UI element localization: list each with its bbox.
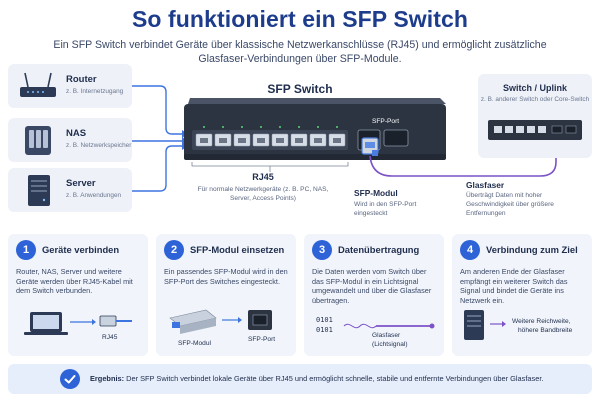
uplink-sub: z. B. anderer Switch oder Core-Switch [480, 96, 590, 103]
binary-label: 0101 [316, 316, 333, 324]
step-desc: Router, NAS, Server und weitere Geräte w… [16, 267, 133, 296]
page-title: So funktioniert ein SFP Switch [131, 6, 469, 32]
step-desc: Ein passendes SFP-Modul wird in den SFP-… [164, 267, 288, 286]
light-signal-icon [343, 323, 435, 329]
glasfaser-desc: Überträgt Daten mit hoher Geschwindigkei… [466, 192, 554, 217]
step-title: SFP-Modul einsetzen [190, 244, 285, 255]
device-sub: z. B. Internetzugang [66, 88, 124, 95]
result-banner: Ergebnis: Der SFP Switch verbindet lokal… [8, 364, 592, 394]
step-number: 2 [164, 240, 184, 260]
uplink-card: Switch / Uplink z. B. anderer Switch ode… [478, 74, 592, 158]
remote-server-icon [464, 310, 506, 340]
step-desc: Die Daten werden vom Switch über das SFP… [312, 267, 432, 305]
step-title: Verbindung zum Ziel [486, 244, 578, 255]
server-cable [132, 145, 182, 192]
device-sub: z. B. Anwendungen [66, 192, 122, 199]
device-name: Server [66, 178, 96, 189]
glasfaser-title: Glasfaser [466, 180, 505, 190]
step-label: SFP-Port [248, 336, 276, 343]
step-number: 3 [312, 240, 332, 260]
rj45-desc: Für normale Netzwerkgeräte (z. B. PC, NA… [197, 186, 329, 202]
step-card-4: 4 Verbindung zum Ziel Am anderen Ende de… [452, 234, 592, 356]
laptop-icon [24, 312, 132, 335]
result-body: Der SFP Switch verbindet lokale Geräte ü… [126, 374, 544, 383]
device-name: NAS [66, 128, 87, 139]
step-desc: Am anderen Ende der Glasfaser empfängt e… [460, 267, 568, 305]
rj45-title: RJ45 [252, 172, 274, 182]
step-label: SFP-Modul [178, 340, 211, 347]
step-card-3: 3 Datenübertragung Die Daten werden vom … [304, 234, 444, 356]
page-subtitle: Ein SFP Switch verbindet Geräte über kla… [53, 39, 547, 65]
step-label: höhere Bandbreite [518, 327, 573, 334]
switch-title: SFP Switch [267, 82, 333, 96]
sfp-module-desc: Wird in den SFP-Port eingesteckt [354, 201, 417, 217]
server-icon [28, 175, 50, 206]
sfp-insert-icon [169, 309, 272, 334]
uplink-switch-icon [488, 120, 582, 140]
step-card-2: 2 SFP-Modul einsetzen Ein passendes SFP-… [156, 234, 296, 356]
step-number: 4 [460, 240, 480, 260]
step-title: Datenübertragung [338, 244, 420, 255]
step-label: Glasfaser [372, 332, 401, 339]
nas-icon [25, 126, 51, 155]
device-name: Router [66, 74, 97, 85]
step-label: RJ45 [102, 334, 118, 341]
result-label: Ergebnis: [90, 374, 125, 383]
step-number: 1 [16, 240, 36, 260]
device-sub: z. B. Netzwerkspeicher [66, 142, 132, 149]
router-icon [20, 72, 56, 97]
device-card-nas: NAS z. B. Netzwerkspeicher [8, 118, 132, 162]
check-icon [60, 369, 80, 389]
step-title: Geräte verbinden [42, 244, 120, 255]
fiber-cable [369, 146, 557, 177]
sfp-module-title: SFP-Modul [354, 188, 398, 198]
device-card-router: Router z. B. Internetzugang [8, 64, 132, 108]
rj45-bracket [191, 162, 349, 172]
step-card-1: 1 Geräte verbinden Router, NAS, Server u… [8, 234, 148, 356]
device-card-server: Server z. B. Anwendungen [8, 168, 132, 212]
uplink-title: Switch / Uplink [502, 83, 567, 93]
step-label: (Lichtsignal) [372, 341, 408, 348]
sfp-port-label: SFP-Port [372, 118, 400, 125]
result-text: Ergebnis: Der SFP Switch verbindet lokal… [90, 374, 543, 383]
binary-label: 0101 [316, 326, 333, 334]
router-cable [132, 85, 182, 135]
step-label: Weitere Reichweite, [512, 318, 571, 325]
switch-body [188, 98, 446, 104]
